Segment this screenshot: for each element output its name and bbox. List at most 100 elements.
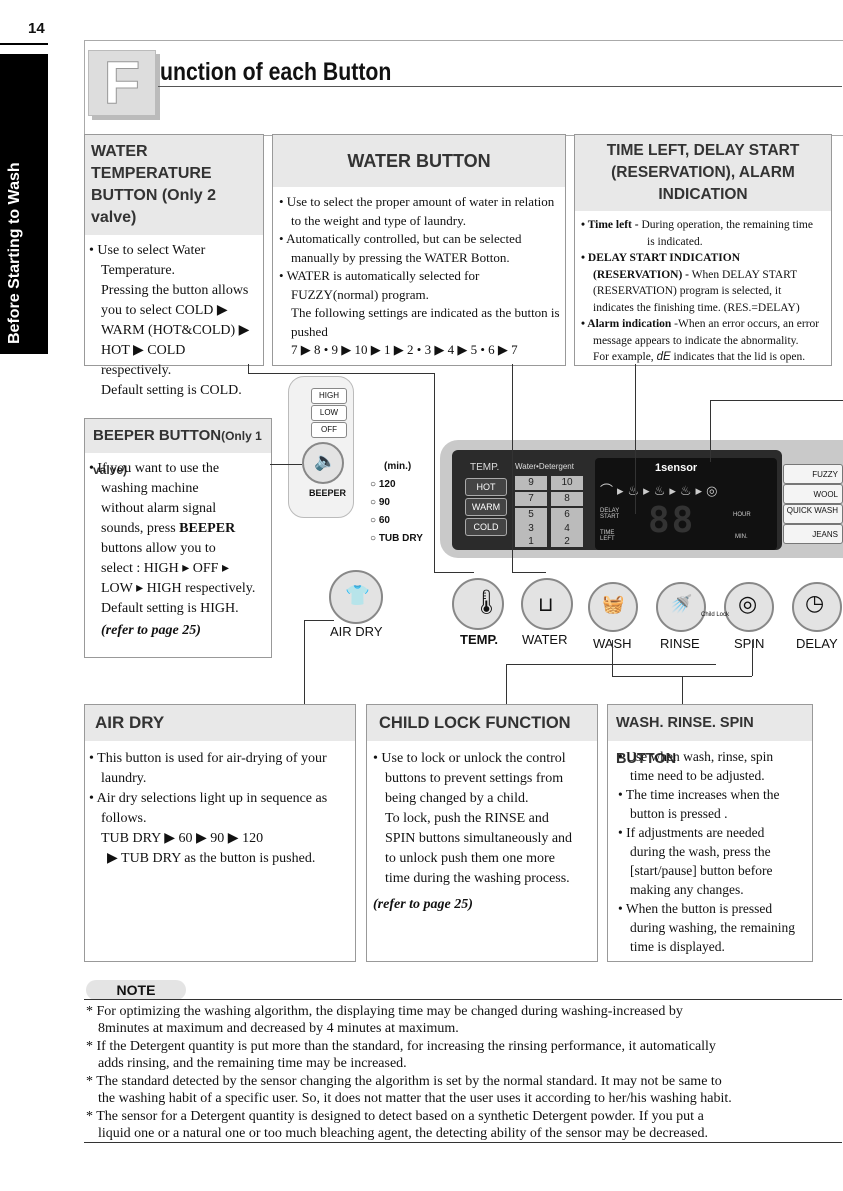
leader-line <box>635 364 636 514</box>
text-line: buttons to prevent settings from <box>385 771 564 786</box>
time-left-header: TIME LEFT, DELAY START (RESERVATION), AL… <box>575 135 831 211</box>
beeper-header: BEEPER BUTTON(Only 1 valve) <box>85 419 271 477</box>
dry-option-text: TUB DRY <box>378 533 423 544</box>
program-quick-wash: QUICK WASH <box>783 504 843 524</box>
water-button-header: WATER BUTTON <box>273 135 565 187</box>
leader-line <box>512 572 546 573</box>
time-left-header-line2: (RESERVATION), ALARM INDICATION <box>611 164 795 203</box>
text-line: follows. <box>101 811 147 826</box>
text-line: • WATER is automatically selected for <box>279 268 480 283</box>
leader-line <box>434 572 474 573</box>
water-detergent-title: Water•Detergent <box>515 462 574 471</box>
text-line: SPIN buttons simultaneously and <box>385 831 573 846</box>
text-line: Default setting is COLD. <box>101 383 242 398</box>
beeper-body: • If you want to use the washing machine… <box>85 453 271 641</box>
text-line: • Automatically controlled, but can be s… <box>279 231 522 246</box>
water-button[interactable]: ⊔ <box>521 578 573 630</box>
air-dry-box: AIR DRY • This button is used for air-dr… <box>84 704 356 962</box>
note-rule-top <box>84 999 842 1000</box>
text-line: during washing, the remaining <box>630 920 795 935</box>
text-line: • Use to lock or unlock the control <box>373 751 566 766</box>
rinse-button[interactable]: 🚿 <box>656 582 706 632</box>
wash-rinse-spin-body: • Use when wash, rinse, spin time need t… <box>608 741 812 956</box>
beeper-level-low: LOW <box>311 405 347 421</box>
side-tab-label: Before Starting to Wash <box>6 162 23 344</box>
text-line: respectively. <box>101 363 172 378</box>
leader-line <box>248 373 434 374</box>
note-line: * If the Detergent quantity is put more … <box>86 1039 716 1054</box>
text-line: indicates that the lid is open. <box>673 351 806 363</box>
text-line: making any changes. <box>630 882 744 897</box>
leader-line <box>248 364 249 374</box>
leader-line <box>612 640 613 676</box>
child-lock-indicator: Child Lock <box>701 612 730 618</box>
temp-button[interactable]: 🌡 <box>452 578 504 630</box>
min-text: MIN. <box>735 534 748 540</box>
leader-line <box>710 400 711 462</box>
time-left-label: • Time left - <box>581 219 639 231</box>
text-line: being changed by a child. <box>385 791 529 806</box>
text-line: ▶ TUB DRY as the button is pushed. <box>107 851 316 866</box>
page-number-rule <box>0 43 48 45</box>
note-line: adds rinsing, and the remaining time may… <box>98 1056 407 1071</box>
side-tab: Before Starting to Wash <box>0 54 48 354</box>
text-line: time need to be adjusted. <box>630 768 765 783</box>
page-title: unction of each Button <box>160 58 392 86</box>
child-lock-header: CHILD LOCK FUNCTION <box>367 705 597 741</box>
leader-line <box>752 640 753 676</box>
temp-title: TEMP. <box>470 462 500 473</box>
note-line: the washing habit of a specific user. So… <box>98 1091 732 1106</box>
air-dry-header: AIR DRY <box>85 705 355 741</box>
text-line: • This button is used for air-drying of … <box>89 751 327 766</box>
note-item: * The standard detected by the sensor ch… <box>86 1073 732 1107</box>
water-level-key: 8 <box>551 492 583 506</box>
text-line: select : HIGH ▸ OFF ▸ <box>101 561 229 576</box>
spin-button[interactable]: ◎ <box>724 582 774 632</box>
text-line: pushed <box>291 323 328 339</box>
note-item: * For optimizing the washing algorithm, … <box>86 1003 683 1037</box>
text-line: Temperature. <box>101 263 176 278</box>
text-line: to the weight and type of laundry. <box>291 212 466 228</box>
hour-label: HOUR <box>733 512 751 518</box>
title-frame <box>84 40 843 136</box>
beeper-button[interactable]: 🔈 <box>302 442 344 484</box>
alarm-label: • Alarm indication <box>581 318 672 330</box>
temp-button-label: TEMP. <box>460 632 499 647</box>
text-line: When DELAY START <box>691 268 798 281</box>
water-level-key: 4 <box>551 522 583 536</box>
air-dry-button[interactable]: 👕 <box>329 570 383 624</box>
beeper-level-high: HIGH <box>311 388 347 404</box>
temp-warm: WARM <box>465 498 507 516</box>
leader-line <box>512 364 513 572</box>
note-line: * For optimizing the washing algorithm, … <box>86 1004 683 1019</box>
note-title: NOTE <box>86 980 186 1000</box>
wash-button[interactable]: 🧺 <box>588 582 638 632</box>
beeper-header-text: BEEPER BUTTON <box>93 427 222 444</box>
water-button-box: WATER BUTTON • Use to select the proper … <box>272 134 566 366</box>
text-line: • Air dry selections light up in sequenc… <box>89 791 328 806</box>
delay-button[interactable]: ◷ <box>792 582 842 632</box>
text-line: during the wash, press the <box>630 844 771 859</box>
leader-line <box>434 373 435 573</box>
program-wool: WOOL <box>783 484 843 504</box>
cycle-icons: ⌒▸♨▸♨▸♨▸◎ <box>600 484 722 499</box>
text-line: you to select COLD ▶ <box>101 303 228 318</box>
text-line: • Use when wash, rinse, spin <box>618 749 774 764</box>
temp-hot: HOT <box>465 478 507 496</box>
text-line: To lock, push the RINSE and <box>385 811 549 826</box>
time-left-box: TIME LEFT, DELAY START (RESERVATION), AL… <box>574 134 832 366</box>
text-line: button is pressed . <box>630 806 728 821</box>
water-level-key: 6 <box>551 508 583 522</box>
text-line: is indicated. <box>647 235 703 248</box>
wash-icon: 🧺 <box>602 594 625 614</box>
water-temperature-box: WATER TEMPERATURE BUTTON (Only 2 valve) … <box>84 134 264 398</box>
min-label: (min.) <box>384 461 412 472</box>
child-lock-refer: (refer to page 25) <box>373 897 473 912</box>
wash-rinse-spin-box: WASH. RINSE. SPIN BUTTON • Use when wash… <box>607 704 813 962</box>
text-line: • When the button is pressed <box>618 901 773 916</box>
note-line: * The sensor for a Detergent quantity is… <box>86 1109 704 1124</box>
leader-line <box>682 676 683 704</box>
text-line: 7 ▶ 8 • 9 ▶ 10 ▶ 1 ▶ 2 • 3 ▶ 4 ▶ 5 • 6 ▶… <box>291 342 518 357</box>
time-left-text: TIME LEFT <box>600 530 615 542</box>
temp-cold: COLD <box>465 518 507 536</box>
